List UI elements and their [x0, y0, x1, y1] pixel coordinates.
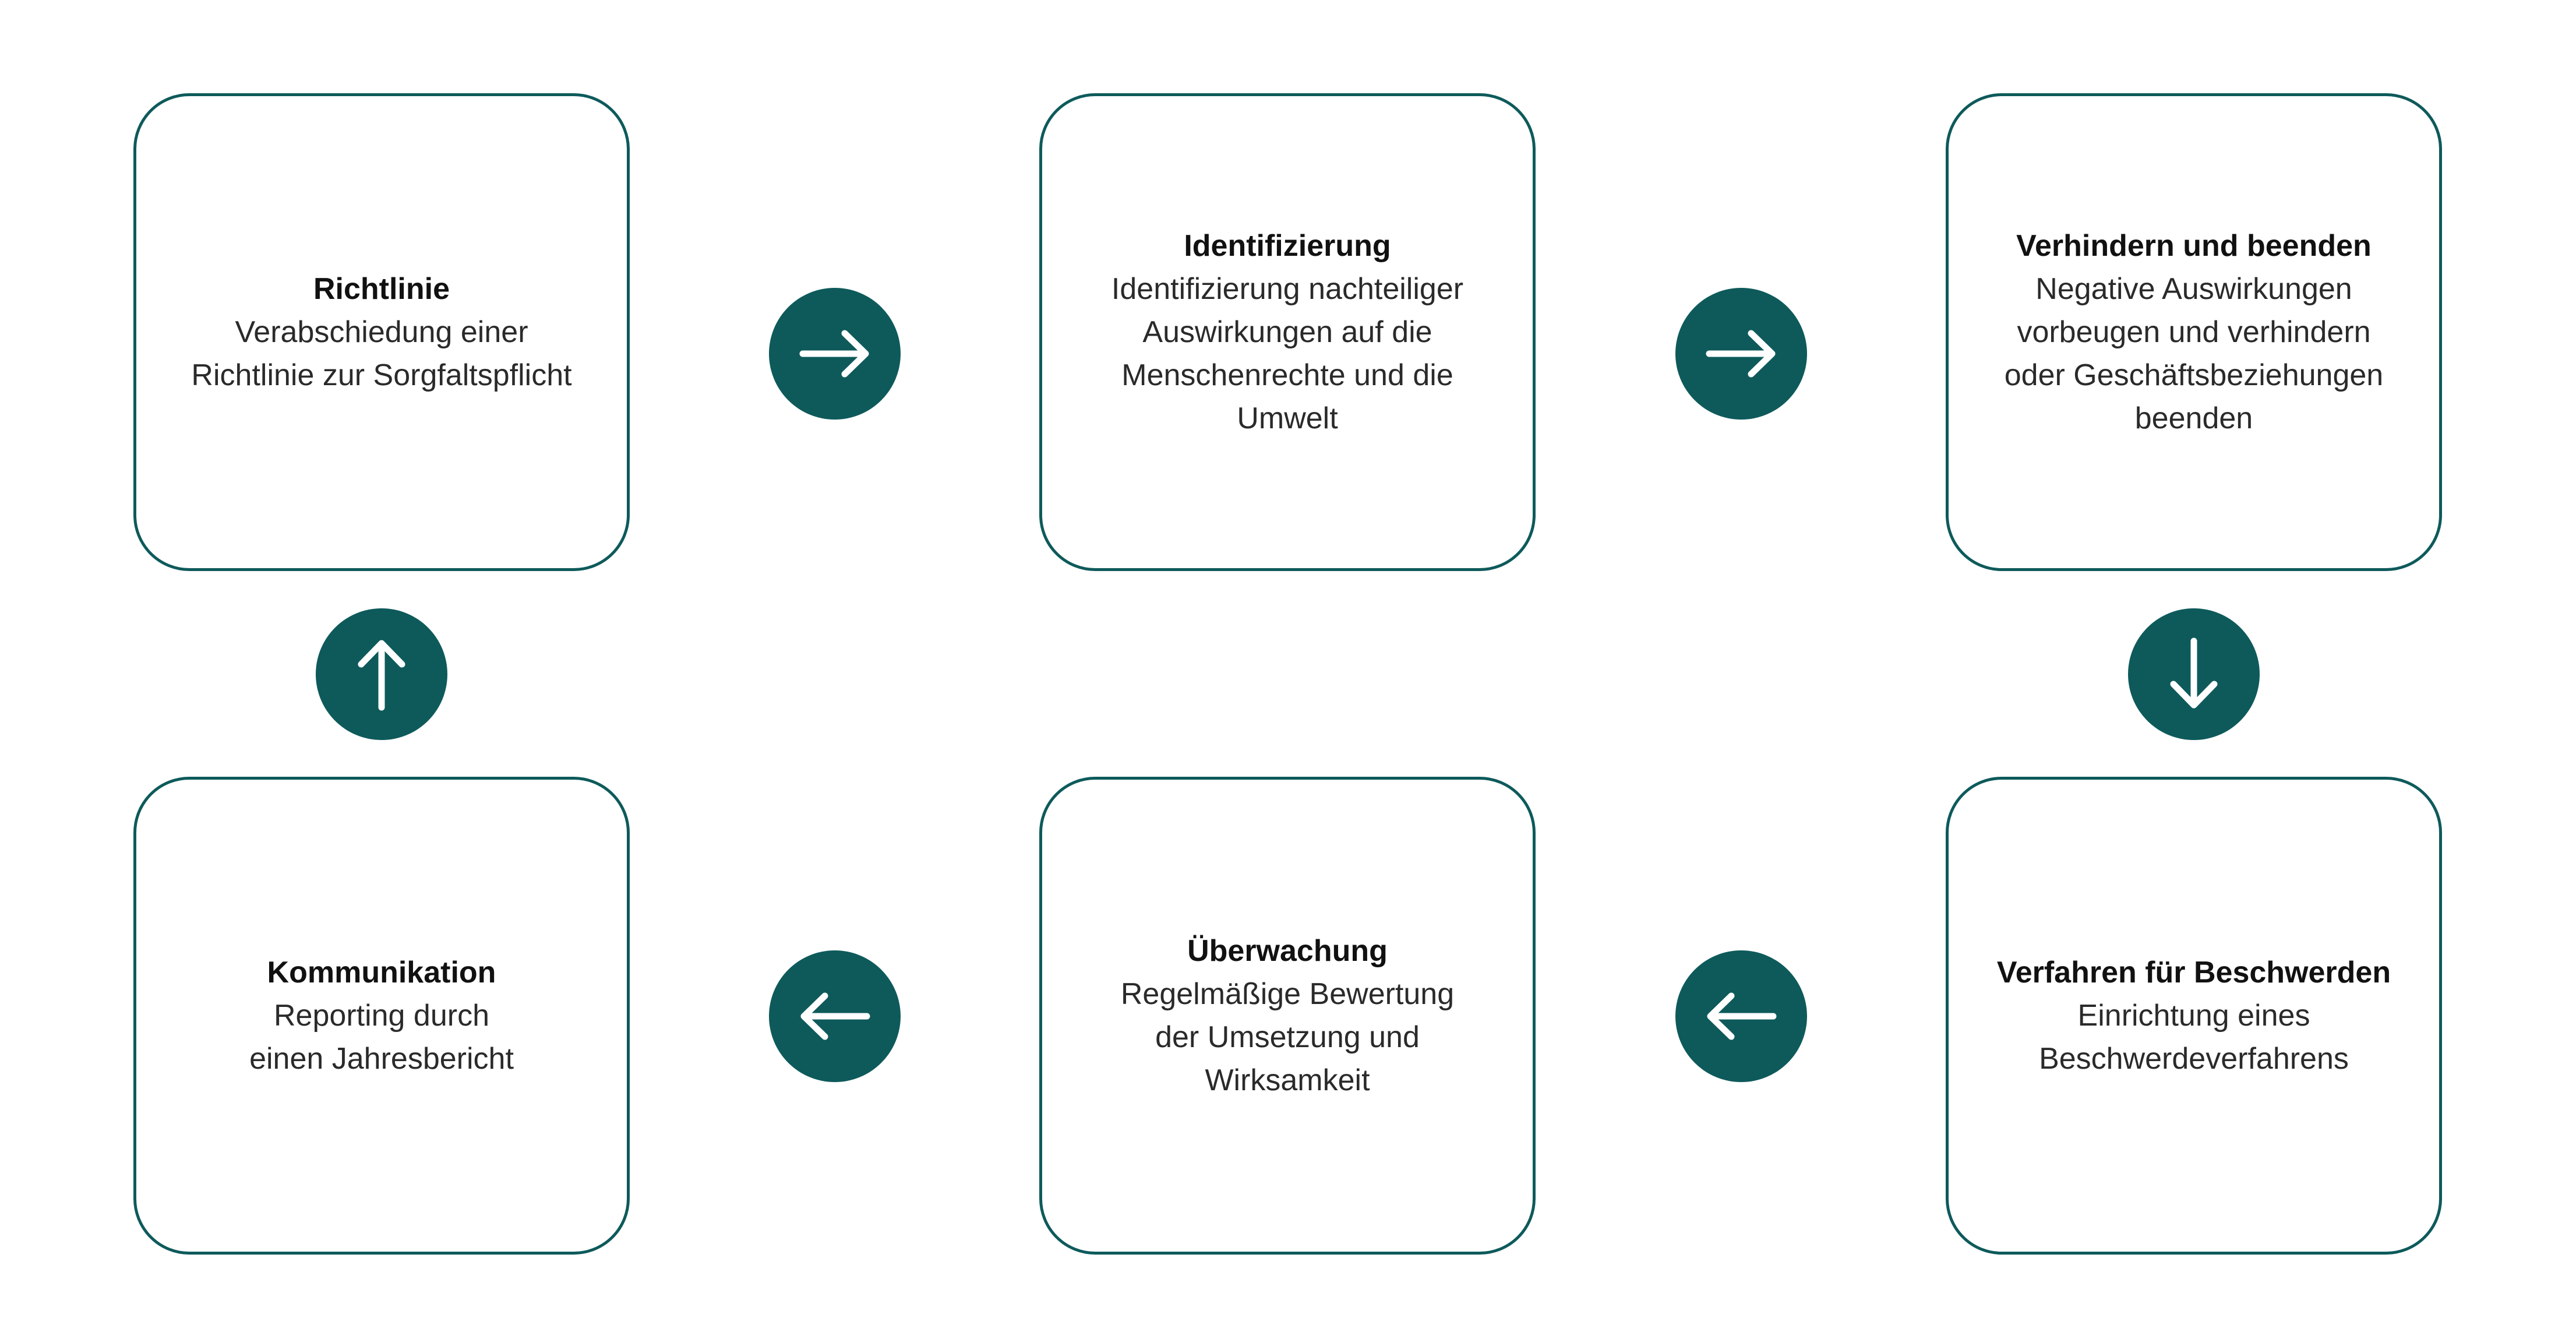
step-description-line: Regelmäßige Bewertung [1120, 977, 1455, 1011]
step-text: Verhindern und beenden Negative Auswirku… [2005, 224, 2383, 440]
step-box-identifizierung: Identifizierung Identifizierung nachteil… [1039, 93, 1536, 571]
step-description-line: Menschenrechte und die [1121, 358, 1453, 392]
step-title: Verhindern und beenden [2016, 229, 2372, 263]
step-description-line: Wirksamkeit [1205, 1063, 1370, 1097]
step-description-line: Auswirkungen auf die [1142, 315, 1432, 349]
step-box-verhindern-und-beenden: Verhindern und beenden Negative Auswirku… [1946, 93, 2442, 571]
step-description-line: Einrichtung eines [2077, 999, 2310, 1033]
step-description-line: Reporting durch [274, 999, 489, 1033]
step-title: Richtlinie [313, 272, 450, 306]
step-description: Reporting durch einen Jahresbericht [249, 994, 514, 1080]
step-description: Regelmäßige Bewertung der Umsetzung und … [1121, 973, 1454, 1102]
arrow-left-icon [769, 950, 901, 1082]
step-text: Richtlinie Verabschiedung einer Richtlin… [191, 267, 571, 397]
step-title: Verfahren für Beschwerden [1996, 956, 2391, 989]
step-description-line: Beschwerdeverfahrens [2039, 1042, 2349, 1076]
step-description-line: der Umsetzung und [1155, 1020, 1420, 1054]
step-description-line: Richtlinie zur Sorgfaltspflicht [191, 358, 572, 392]
step-title: Überwachung [1187, 934, 1388, 968]
step-description-line: Umwelt [1237, 401, 1338, 435]
step-box-richtlinie: Richtlinie Verabschiedung einer Richtlin… [133, 93, 630, 571]
step-box-ueberwachung: Überwachung Regelmäßige Bewertung der Um… [1039, 777, 1536, 1255]
step-description: Verabschiedung einer Richtlinie zur Sorg… [191, 311, 571, 397]
step-description-line: Negative Auswirkungen [2035, 272, 2352, 306]
arrow-down-icon [2128, 608, 2260, 740]
arrow-up-icon [316, 608, 447, 740]
step-description-line: beenden [2134, 401, 2253, 435]
arrow-right-icon [769, 288, 901, 420]
step-description: Identifizierung nachteiliger Auswirkunge… [1111, 267, 1463, 440]
step-text: Kommunikation Reporting durch einen Jahr… [249, 951, 514, 1080]
arrow-right-icon [1675, 288, 1807, 420]
step-text: Identifizierung Identifizierung nachteil… [1111, 224, 1463, 440]
step-text: Verfahren für Beschwerden Einrichtung ei… [1997, 951, 2391, 1080]
step-text: Überwachung Regelmäßige Bewertung der Um… [1121, 929, 1454, 1102]
step-description: Einrichtung eines Beschwerdeverfahrens [1997, 994, 2391, 1080]
step-title: Kommunikation [267, 956, 496, 989]
step-description-line: Verabschiedung einer [235, 315, 528, 349]
step-description-line: oder Geschäftsbeziehungen [2004, 358, 2384, 392]
step-description-line: einen Jahresbericht [249, 1042, 514, 1076]
step-box-kommunikation: Kommunikation Reporting durch einen Jahr… [133, 777, 630, 1255]
step-description-line: vorbeugen und verhindern [2017, 315, 2371, 349]
step-title: Identifizierung [1184, 229, 1391, 263]
arrow-left-icon [1675, 950, 1807, 1082]
step-description: Negative Auswirkungen vorbeugen und verh… [2005, 267, 2383, 440]
step-box-verfahren-fuer-beschwerden: Verfahren für Beschwerden Einrichtung ei… [1946, 777, 2442, 1255]
step-description-line: Identifizierung nachteiliger [1111, 272, 1464, 306]
